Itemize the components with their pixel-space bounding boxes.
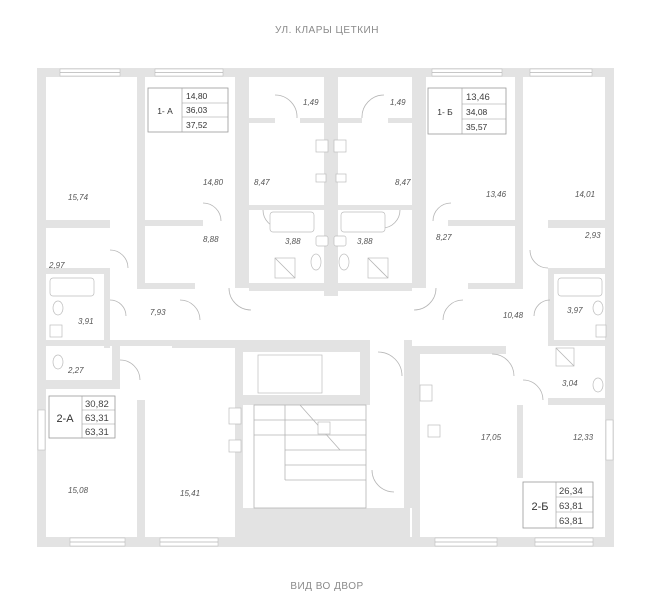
room-area-label: 10,48: [503, 311, 524, 320]
room-area-label: 8,27: [436, 233, 452, 242]
apartment-1a-total2: 37,52: [186, 120, 208, 130]
room-area-label: 2,27: [67, 366, 84, 375]
room-area-label: 1,49: [390, 98, 406, 107]
room-area-label: 8,88: [203, 235, 219, 244]
room-area-label: 15,74: [68, 193, 89, 202]
room-area-label: 3,97: [567, 306, 583, 315]
windows: [37, 68, 614, 547]
apartment-1b-total1: 34,08: [466, 107, 488, 117]
room-area-label: 2,97: [48, 261, 65, 270]
room-area-label: 3,91: [78, 317, 94, 326]
room-area-label: 13,46: [486, 190, 507, 199]
apartment-2a-info: 2-А 30,82 63,31 63,31: [48, 395, 116, 439]
apartment-2b-total1: 63,81: [559, 501, 583, 512]
apartment-1b-info: 1- Б 13,46 34,08 35,57: [427, 87, 507, 135]
room-area-label: 17,05: [481, 433, 502, 442]
apartment-2b-info: 2-Б 26,34 63,81 63,81: [522, 481, 594, 529]
apartment-2b-total2: 63,81: [559, 516, 583, 527]
room-area-label: 14,01: [575, 190, 595, 199]
room-area-label: 3,04: [562, 379, 578, 388]
room-area-label: 8,47: [254, 178, 270, 187]
street-label-bottom: ВИД ВО ДВОР: [290, 581, 363, 592]
apartment-1b-name: 1- Б: [437, 107, 453, 117]
apartment-2b-living: 26,34: [559, 486, 583, 497]
room-area-label: 2,93: [584, 231, 601, 240]
stair-core: [253, 354, 367, 509]
room-area-label: 3,88: [285, 237, 301, 246]
room-area-label: 15,08: [68, 486, 89, 495]
apartment-1b-living: 13,46: [466, 92, 490, 103]
fixtures: [49, 139, 607, 453]
apartment-1b-total2: 35,57: [466, 122, 488, 132]
room-area-label: 1,49: [303, 98, 319, 107]
room-area-labels: 15,74 14,80 8,47 1,49 1,49 8,47 13,46 14…: [48, 98, 601, 498]
apartment-2a-name: 2-А: [56, 413, 74, 425]
apartment-2a-total1: 63,31: [85, 413, 109, 424]
apartment-1a-info: 1- А 14,80 36,03 37,52: [147, 87, 229, 133]
room-area-label: 15,41: [180, 489, 200, 498]
apartment-1a-name: 1- А: [157, 106, 173, 116]
street-label-top: УЛ. КЛАРЫ ЦЕТКИН: [275, 25, 379, 36]
walls: [37, 68, 614, 547]
apartment-1a-total1: 36,03: [186, 105, 208, 115]
door-swings: [109, 94, 551, 493]
room-area-label: 14,80: [203, 178, 224, 187]
room-area-label: 8,47: [395, 178, 411, 187]
apartment-2a-living: 30,82: [85, 399, 109, 410]
room-area-label: 12,33: [573, 433, 594, 442]
room-area-label: 7,93: [150, 308, 166, 317]
apartment-1a-living: 14,80: [186, 91, 208, 101]
apartment-2b-name: 2-Б: [532, 501, 549, 513]
room-area-label: 3,88: [357, 237, 373, 246]
apartment-2a-total2: 63,31: [85, 427, 109, 438]
